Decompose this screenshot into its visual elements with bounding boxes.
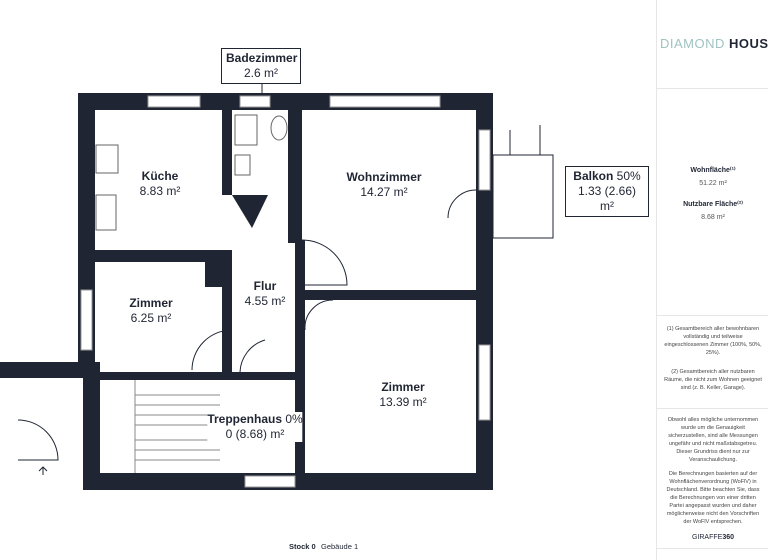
- room-area: 13.39 m²: [379, 395, 427, 409]
- disclaimer: Obwohl alles mögliche unternommen wurde …: [667, 417, 759, 463]
- room-area: 4.55 m²: [244, 294, 286, 308]
- giraffe360-logo: GIRAFFE360: [691, 534, 735, 541]
- calculation-note: Die Berechnungen basierten auf der Wohnf…: [666, 471, 760, 525]
- room-pct: 50%: [616, 169, 641, 183]
- room-name: Badezimmer: [226, 51, 298, 65]
- entrance-arrow-icon: [38, 466, 48, 475]
- footnote-2: (2) Gesamtbereich aller nutzbaren Räume,…: [664, 369, 762, 391]
- nutzflaeche-value: 8.68 m²: [701, 214, 725, 221]
- footnote-1: (1) Gesamtbereich aller bewohnbaren voll…: [664, 326, 762, 356]
- fixtures: [95, 114, 288, 231]
- room-pct: 0%: [285, 412, 303, 426]
- room-area: 0 (8.68) m²: [225, 427, 285, 441]
- building-label: Gebäude 1: [321, 542, 359, 551]
- room-area: 8.83 m²: [139, 184, 181, 198]
- balcony: [492, 125, 554, 239]
- windows: [80, 95, 491, 488]
- wohnflaeche-label: Wohnfläche⁽¹⁾: [690, 167, 736, 174]
- room-area: 2.6 m²: [243, 66, 278, 80]
- sidebar: DIAMOND HOUSE Wohnfläche⁽¹⁾ 51.22 m² Nut…: [656, 0, 768, 560]
- floor-plan: [0, 82, 554, 490]
- room-name: Zimmer: [129, 296, 173, 310]
- stairs: [134, 380, 220, 473]
- room-name: Balkon: [573, 169, 614, 183]
- room-area: 14.27 m²: [360, 185, 408, 199]
- doors: [17, 189, 477, 461]
- room-name: Küche: [141, 169, 179, 183]
- room-area: 6.25 m²: [130, 311, 172, 325]
- room-area: 1.33 (2.66) m²: [577, 184, 637, 213]
- logo: DIAMOND HOUSE: [660, 36, 768, 51]
- room-name: Treppenhaus: [207, 412, 282, 426]
- nutzflaeche-label: Nutzbare Fläche⁽²⁾: [683, 201, 743, 208]
- room-label-treppenhaus: Treppenhaus 0%0 (8.68) m²: [207, 412, 303, 442]
- wohnflaeche-value: 51.22 m²: [699, 180, 727, 187]
- room-name: Flur: [253, 279, 277, 293]
- room-name: Wohnzimmer: [346, 170, 422, 184]
- room-name: Zimmer: [381, 380, 425, 394]
- floor-label: Stock 0: [289, 542, 316, 551]
- room-label-balkon: Balkon 50%1.33 (2.66) m²: [565, 166, 649, 217]
